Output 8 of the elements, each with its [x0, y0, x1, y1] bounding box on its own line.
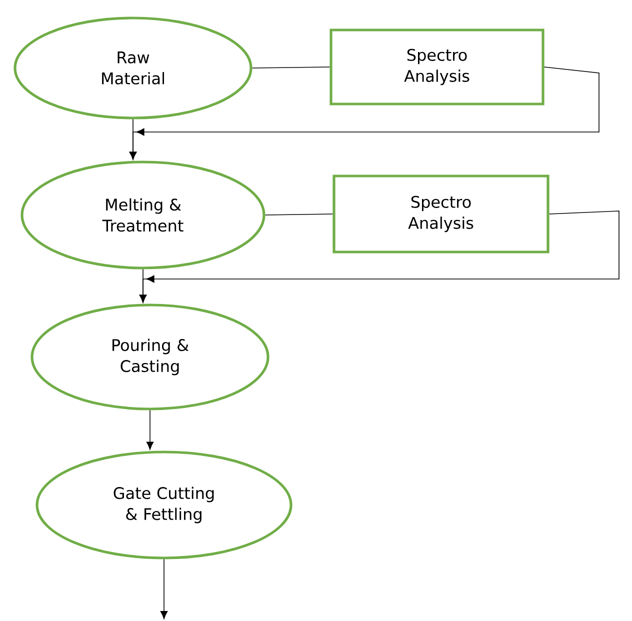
arrow	[139, 268, 147, 303]
process-box: Spectro Analysis	[330, 28, 544, 106]
arrow	[129, 118, 137, 160]
arrow	[160, 558, 168, 619]
connector-line	[252, 66, 330, 68]
arrow	[146, 410, 154, 450]
connector-line	[264, 214, 334, 216]
process-box: Spectro Analysis	[332, 174, 550, 254]
